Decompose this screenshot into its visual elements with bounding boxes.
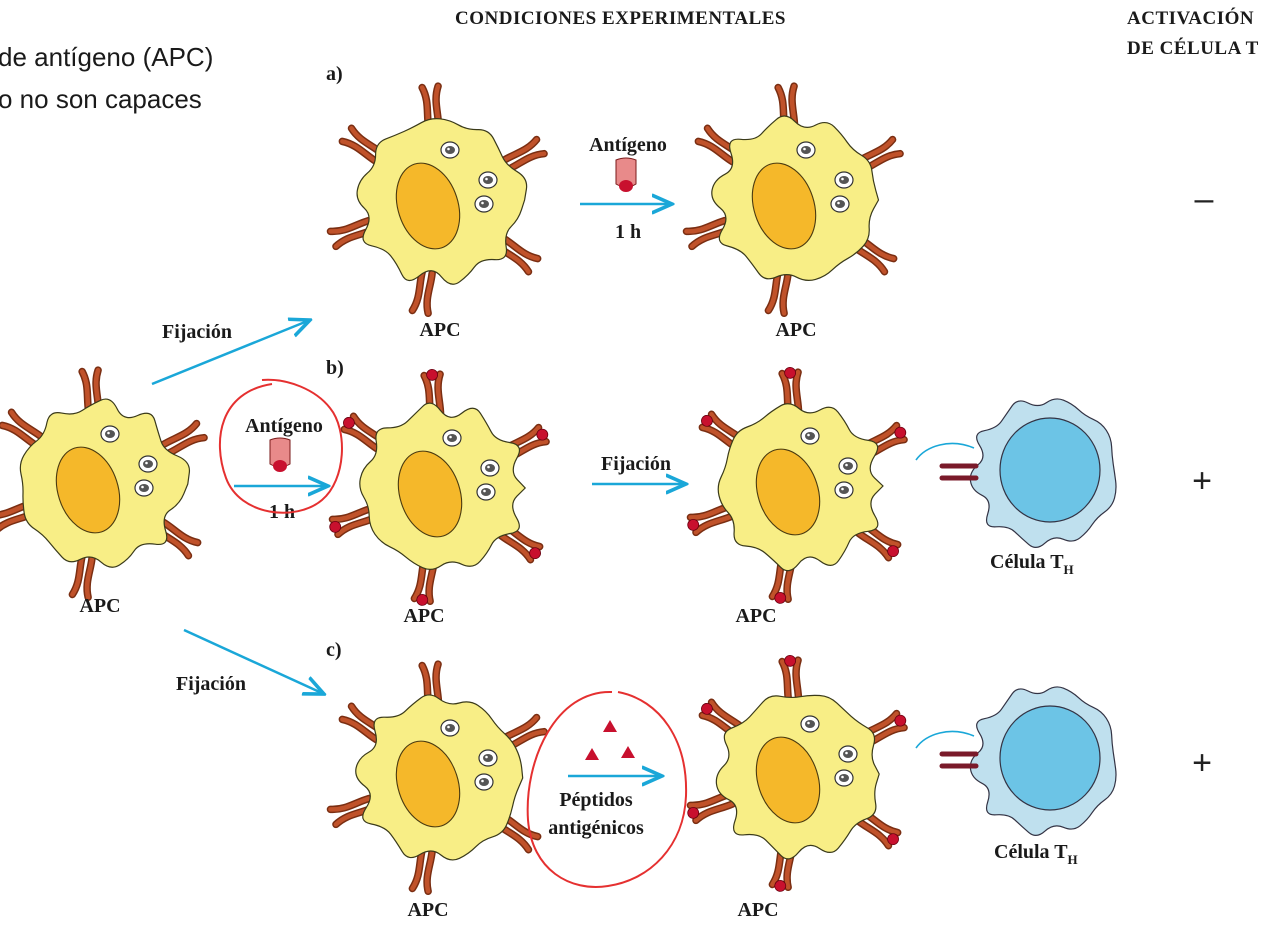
- mhc-peptide-icon: [853, 520, 902, 562]
- row-b-result: +: [1192, 462, 1212, 500]
- row-b-label: b): [326, 357, 344, 379]
- vesicle-icon: [440, 719, 460, 737]
- vesicle-icon: [800, 715, 820, 733]
- vesicle-icon: [478, 749, 498, 767]
- row-c-result: +: [1192, 744, 1212, 782]
- row-c-step-line2: antigénicos: [548, 817, 644, 839]
- peptide-icon: [585, 748, 599, 760]
- annotation-circle-row-c: [526, 690, 688, 888]
- apc-icon: [326, 660, 548, 896]
- row-c-apc-left-label: APC: [407, 899, 448, 921]
- vesicle-icon: [796, 141, 816, 159]
- vesicle-icon: [480, 459, 500, 477]
- apc-icon: [686, 366, 908, 604]
- slide-text-line2: o no son capaces: [0, 84, 202, 114]
- mhc-receptor-icon: [408, 267, 436, 318]
- peptide-icons-row-c: [585, 720, 635, 760]
- apc-icon: [0, 366, 208, 602]
- start-apc-label: APC: [79, 595, 120, 617]
- annotation-circle-row-b: [218, 378, 343, 514]
- row-a-apc-right-label: APC: [775, 319, 816, 341]
- vesicle-icon: [478, 171, 498, 189]
- t-cell-icon: [915, 398, 1117, 548]
- row-a-result: –: [1195, 180, 1214, 218]
- peptide-icon: [603, 720, 617, 732]
- vesicle-icon: [830, 195, 850, 213]
- row-c-apc-right-label: APC: [737, 899, 778, 921]
- cells-layer: [0, 82, 1117, 896]
- antigen-icon-row-b: [269, 437, 291, 472]
- vesicle-icon: [474, 773, 494, 791]
- apc-icon: [686, 654, 908, 892]
- vesicle-icon: [442, 429, 462, 447]
- row-c-tcell-label: Célula TH: [994, 841, 1078, 867]
- vesicle-icon: [138, 455, 158, 473]
- apc-icon: [328, 368, 550, 606]
- row-a-step-top: Antígeno: [589, 134, 667, 156]
- row-b-apc-left-label: APC: [403, 605, 444, 627]
- header-activation-line2: DE CÉLULA T: [1127, 37, 1259, 59]
- vesicle-icon: [134, 479, 154, 497]
- row-a-step-bottom: 1 h: [615, 221, 641, 243]
- mhc-peptide-icon: [778, 654, 803, 705]
- vesicle-icon: [474, 195, 494, 213]
- row-b-apc-right-label: APC: [735, 605, 776, 627]
- header-activation-line1: ACTIVACIÓN: [1127, 7, 1254, 29]
- row-b-start-top: Antígeno: [245, 415, 323, 437]
- tcr-icon: [915, 442, 979, 481]
- peptide-icon: [621, 746, 635, 758]
- arrow-icon-start-down: [183, 628, 324, 694]
- vesicle-icon: [476, 483, 496, 501]
- row-a-label: a): [326, 63, 343, 85]
- slide-text-line1: de antígeno (APC): [0, 42, 213, 72]
- tcr-icon: [915, 730, 979, 769]
- mhc-receptor-icon: [68, 551, 96, 602]
- row-b-tcell-label: Célula TH: [990, 551, 1074, 577]
- apc-icon: [326, 82, 548, 318]
- start-arrow-down-label: Fijación: [176, 673, 246, 695]
- vesicle-icon: [834, 481, 854, 499]
- row-b-step: Fijación: [601, 453, 671, 475]
- vesicle-icon: [834, 171, 854, 189]
- vesicle-icon: [440, 141, 460, 159]
- start-arrow-up-label: Fijación: [162, 321, 232, 343]
- row-c-step-line1: Péptidos: [559, 789, 633, 811]
- header-conditions: CONDICIONES EXPERIMENTALES: [455, 8, 786, 29]
- arrow-icon-start-up: [151, 320, 310, 386]
- row-a-apc-left-label: APC: [419, 319, 460, 341]
- vesicle-icon: [834, 769, 854, 787]
- vesicle-icon: [800, 427, 820, 445]
- vesicle-icon: [838, 457, 858, 475]
- vesicle-icon: [100, 425, 120, 443]
- t-cell-icon: [915, 686, 1117, 836]
- antigen-icon-row-a: [615, 157, 637, 192]
- vesicle-icon: [838, 745, 858, 763]
- apc-icon: [682, 82, 904, 318]
- mhc-peptide-icon: [686, 790, 737, 825]
- row-c-label: c): [326, 639, 342, 661]
